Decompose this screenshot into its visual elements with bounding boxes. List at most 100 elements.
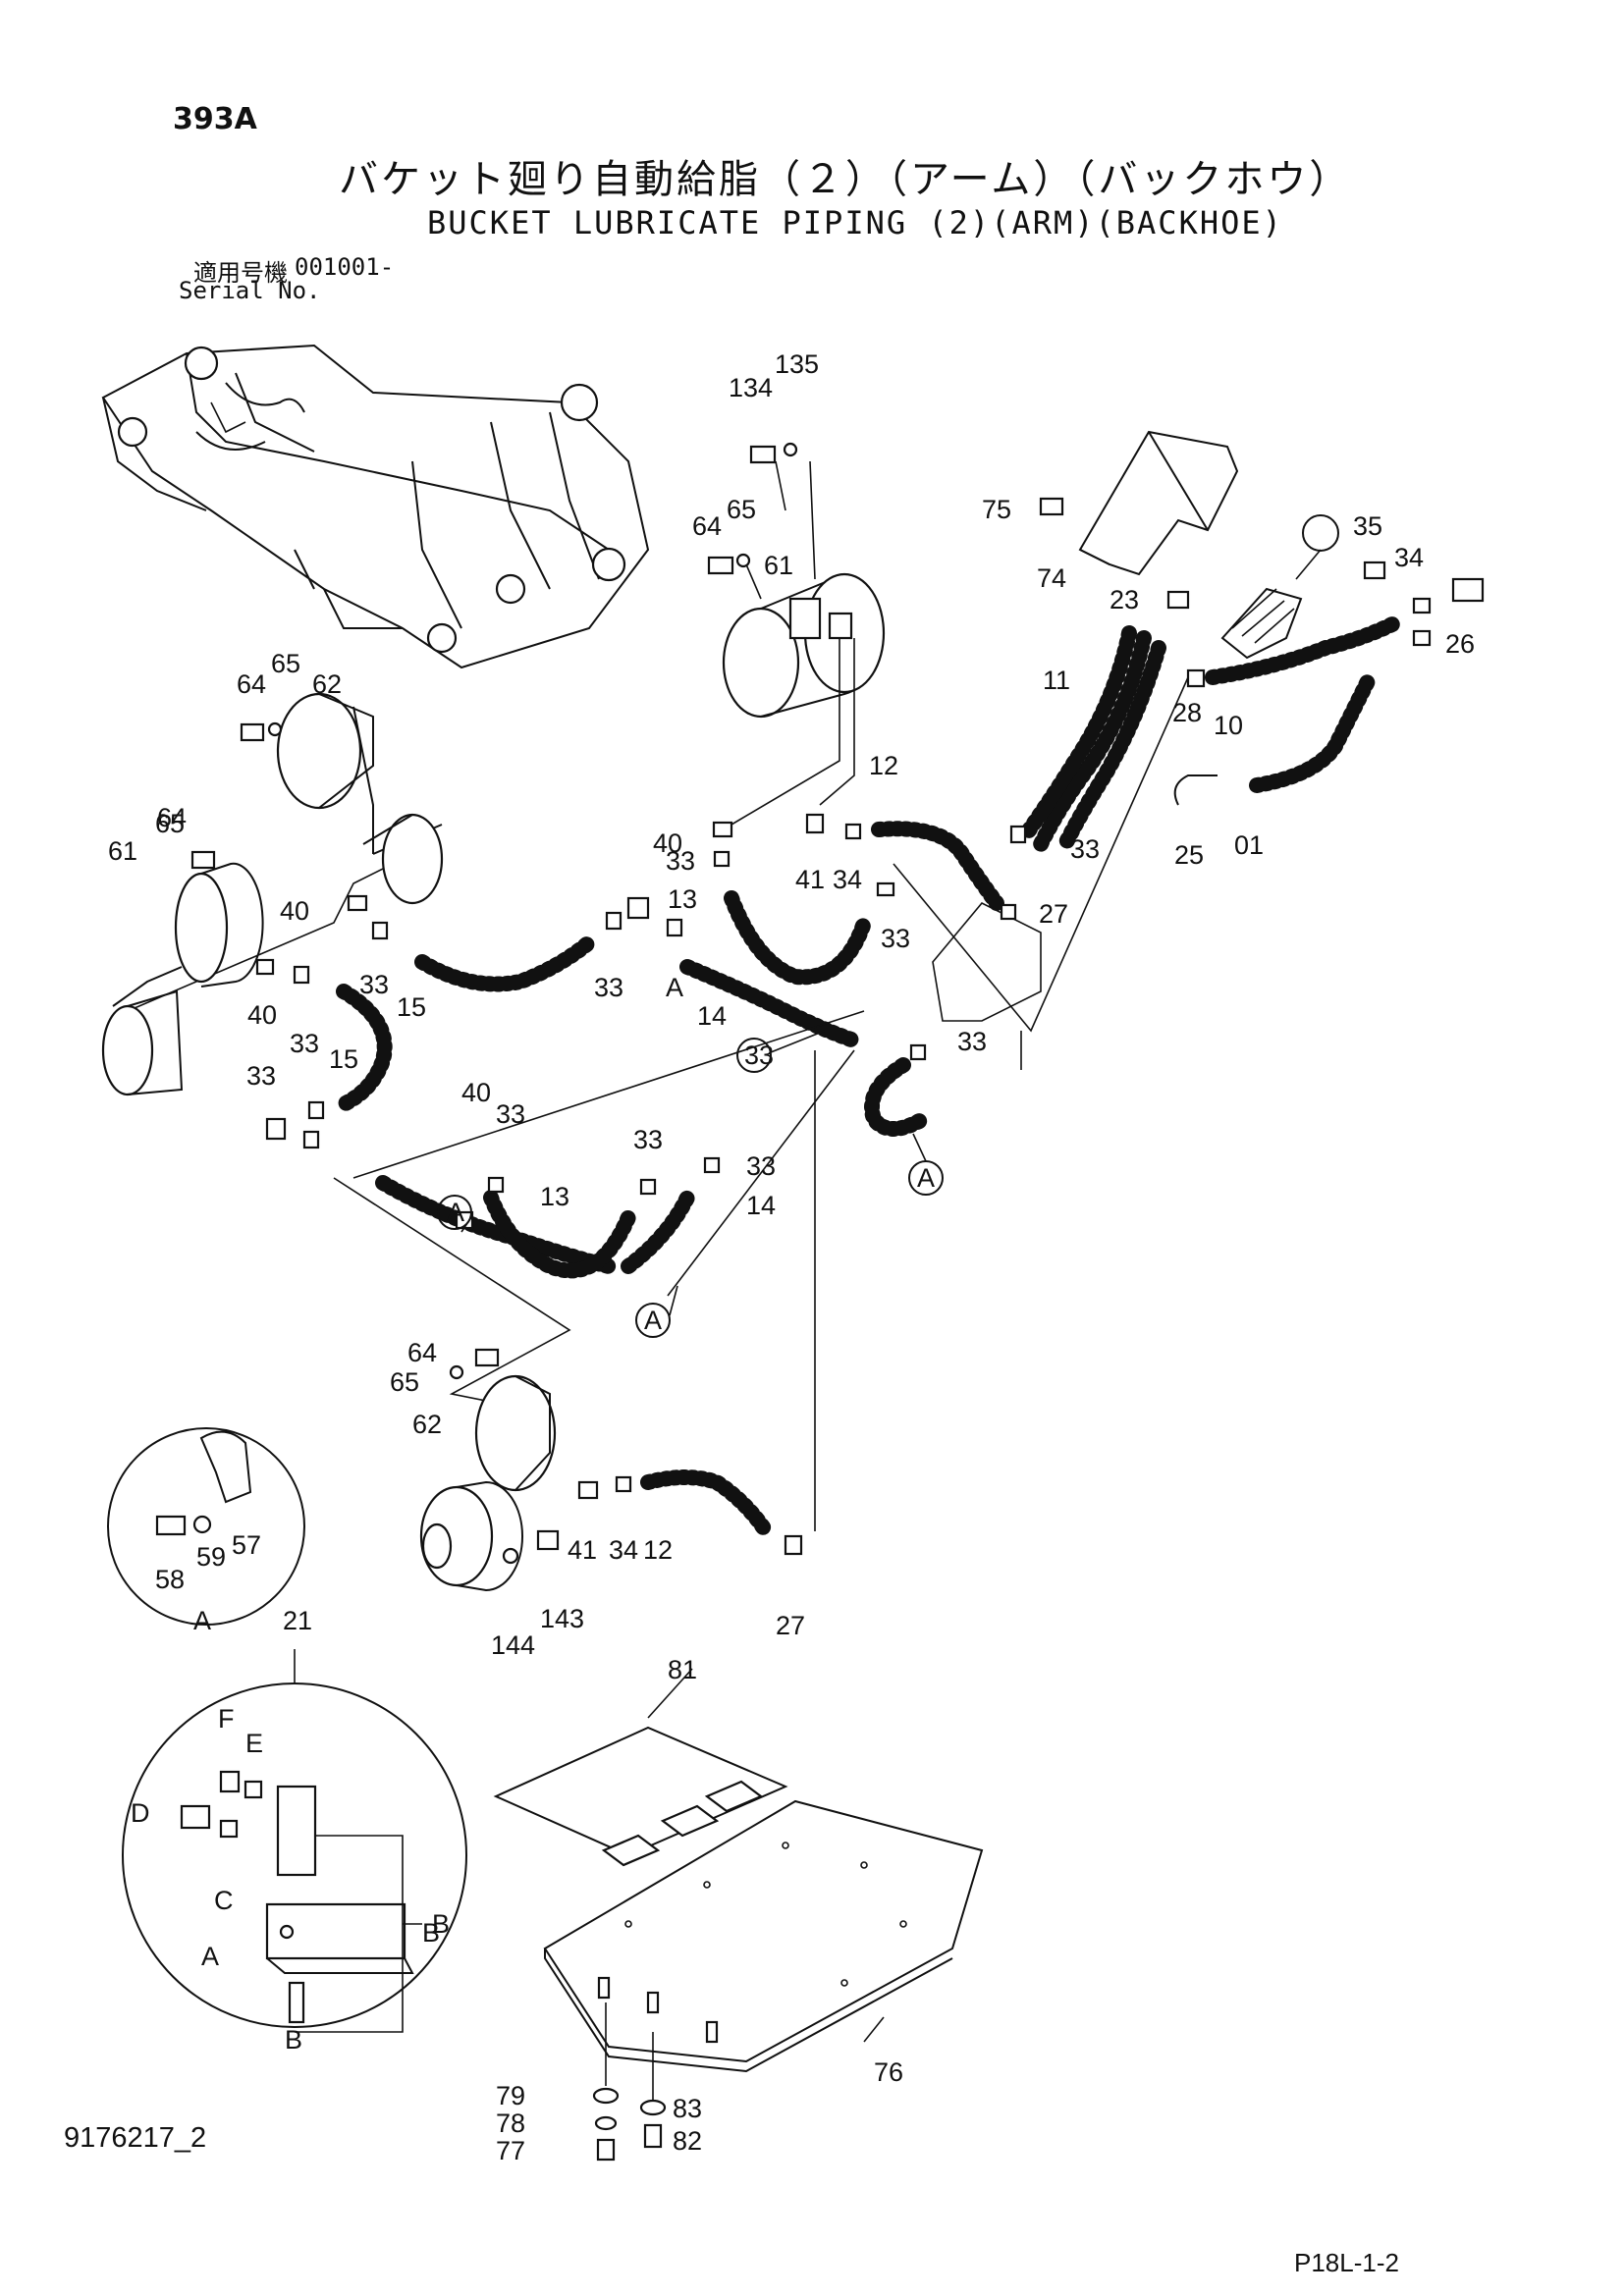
callout-label: 10	[1214, 711, 1243, 740]
callout-label: 33	[1070, 834, 1100, 864]
callout-label: B	[285, 2025, 302, 2055]
callout-label: 134	[729, 373, 773, 402]
callout-label: 34	[833, 865, 862, 894]
callout-label: 143	[540, 1604, 584, 1633]
callout-label: A	[644, 1306, 662, 1335]
callout-label: 65	[390, 1367, 419, 1397]
callout-label: C	[214, 1886, 234, 1915]
callout-label: B	[422, 1918, 440, 1948]
callout-label: D	[131, 1798, 150, 1828]
callout-label: 62	[312, 669, 342, 699]
callout-label: 35	[1353, 511, 1382, 541]
callout-label: 33	[246, 1061, 276, 1091]
callout-labels: 134 135 64 65 61 75 74 35 34 23 26 11 28…	[108, 349, 1475, 2165]
page-number: 393A	[173, 102, 257, 136]
callout-label: 28	[1172, 698, 1202, 727]
callout-label: E	[245, 1729, 263, 1758]
callout-label: 81	[668, 1655, 697, 1684]
callout-label: 61	[764, 551, 793, 580]
callout-label: 78	[496, 2109, 525, 2138]
callout-label: 15	[329, 1044, 358, 1074]
callout-label: 62	[412, 1410, 442, 1439]
callout-label: 65	[155, 809, 185, 838]
callout-label: 11	[1043, 666, 1070, 695]
callout-label: 23	[1110, 585, 1139, 614]
callout-label: 58	[155, 1565, 185, 1594]
callout-label: 14	[697, 1001, 727, 1031]
page-code: P18L-1-2	[1294, 2248, 1399, 2277]
callout-label: 65	[727, 495, 756, 524]
serial-label-english: Serial No.	[179, 277, 321, 304]
callout-label: 83	[673, 2094, 702, 2123]
callout-label: A	[201, 1942, 219, 1971]
callout-label: 26	[1445, 629, 1475, 659]
pin-caps-lower	[419, 1348, 560, 1592]
callout-label: 13	[668, 884, 697, 914]
pin-caps-left	[101, 692, 444, 1096]
callout-label: 21	[283, 1606, 312, 1635]
callout-label: 33	[496, 1099, 525, 1129]
callout-label: 77	[496, 2136, 525, 2165]
detail-a-circle	[107, 1427, 305, 1626]
callout-label: 82	[673, 2126, 702, 2156]
callout-label: A	[447, 1198, 464, 1227]
callout-label: 27	[1039, 899, 1068, 929]
callout-label: 33	[290, 1029, 319, 1058]
arm-body-drawing	[101, 344, 650, 669]
callout-label: 15	[397, 992, 426, 1022]
detail-21-circle	[122, 1649, 467, 2033]
mounting-plates	[493, 1668, 984, 2162]
callout-label: 33	[666, 846, 695, 876]
callout-label: 76	[874, 2057, 903, 2087]
callout-label: 33	[594, 973, 623, 1002]
callout-label: 34	[609, 1535, 638, 1565]
callout-label: 74	[1037, 563, 1066, 593]
callout-label: 40	[461, 1078, 491, 1107]
callout-label: 64	[237, 669, 266, 699]
callout-label: 64	[692, 511, 722, 541]
callout-label: 41	[568, 1535, 597, 1565]
callout-label: 12	[643, 1535, 673, 1565]
callout-label: 144	[491, 1630, 535, 1660]
callout-label: 25	[1174, 840, 1204, 870]
callout-label: 57	[232, 1530, 261, 1560]
callout-label: 13	[540, 1182, 569, 1211]
assembly-leader-lines	[127, 638, 1189, 1531]
fittings	[255, 668, 1218, 1556]
title-english: BUCKET LUBRICATE PIPING (2)(ARM)(BACKHOE…	[427, 204, 1283, 241]
callout-label: 40	[247, 1000, 277, 1030]
callout-label: 33	[744, 1041, 774, 1070]
title-japanese: バケット廻り自動給脂（２）（アーム）（バックホウ）	[339, 157, 1352, 202]
callout-label: 33	[957, 1027, 987, 1056]
callout-label: A	[917, 1163, 935, 1193]
callout-label: 40	[653, 828, 682, 858]
distributor-bracket	[1039, 430, 1485, 660]
callout-label: 75	[982, 495, 1011, 524]
callout-label: 79	[496, 2081, 525, 2110]
callout-label: 33	[359, 970, 389, 999]
callout-label: 33	[746, 1151, 776, 1181]
lubrication-hoses	[336, 615, 1402, 1539]
callout-label: 40	[280, 896, 309, 926]
callout-label: A	[666, 973, 683, 1002]
callout-label: 01	[1234, 830, 1264, 860]
callout-label: 64	[157, 803, 187, 832]
callout-label: 59	[196, 1542, 226, 1572]
callout-label: B	[432, 1909, 450, 1939]
callout-label: A	[193, 1606, 211, 1635]
circled-a-markers	[437, 514, 1339, 1338]
callout-label: 65	[271, 649, 300, 678]
callout-label: 33	[881, 924, 910, 953]
callout-label: F	[218, 1704, 235, 1734]
serial-number-value: 001001-	[295, 253, 395, 281]
arm-pin-assembly	[707, 442, 886, 719]
callout-label: 34	[1394, 543, 1424, 572]
callout-label: 61	[108, 836, 137, 866]
callout-label: 27	[776, 1611, 805, 1640]
callout-label: 12	[869, 751, 898, 780]
serial-label-japanese: 適用号機	[193, 259, 288, 287]
callout-label: 41	[795, 865, 825, 894]
callout-label: 64	[407, 1338, 437, 1367]
drawing-id: 9176217_2	[64, 2122, 207, 2154]
